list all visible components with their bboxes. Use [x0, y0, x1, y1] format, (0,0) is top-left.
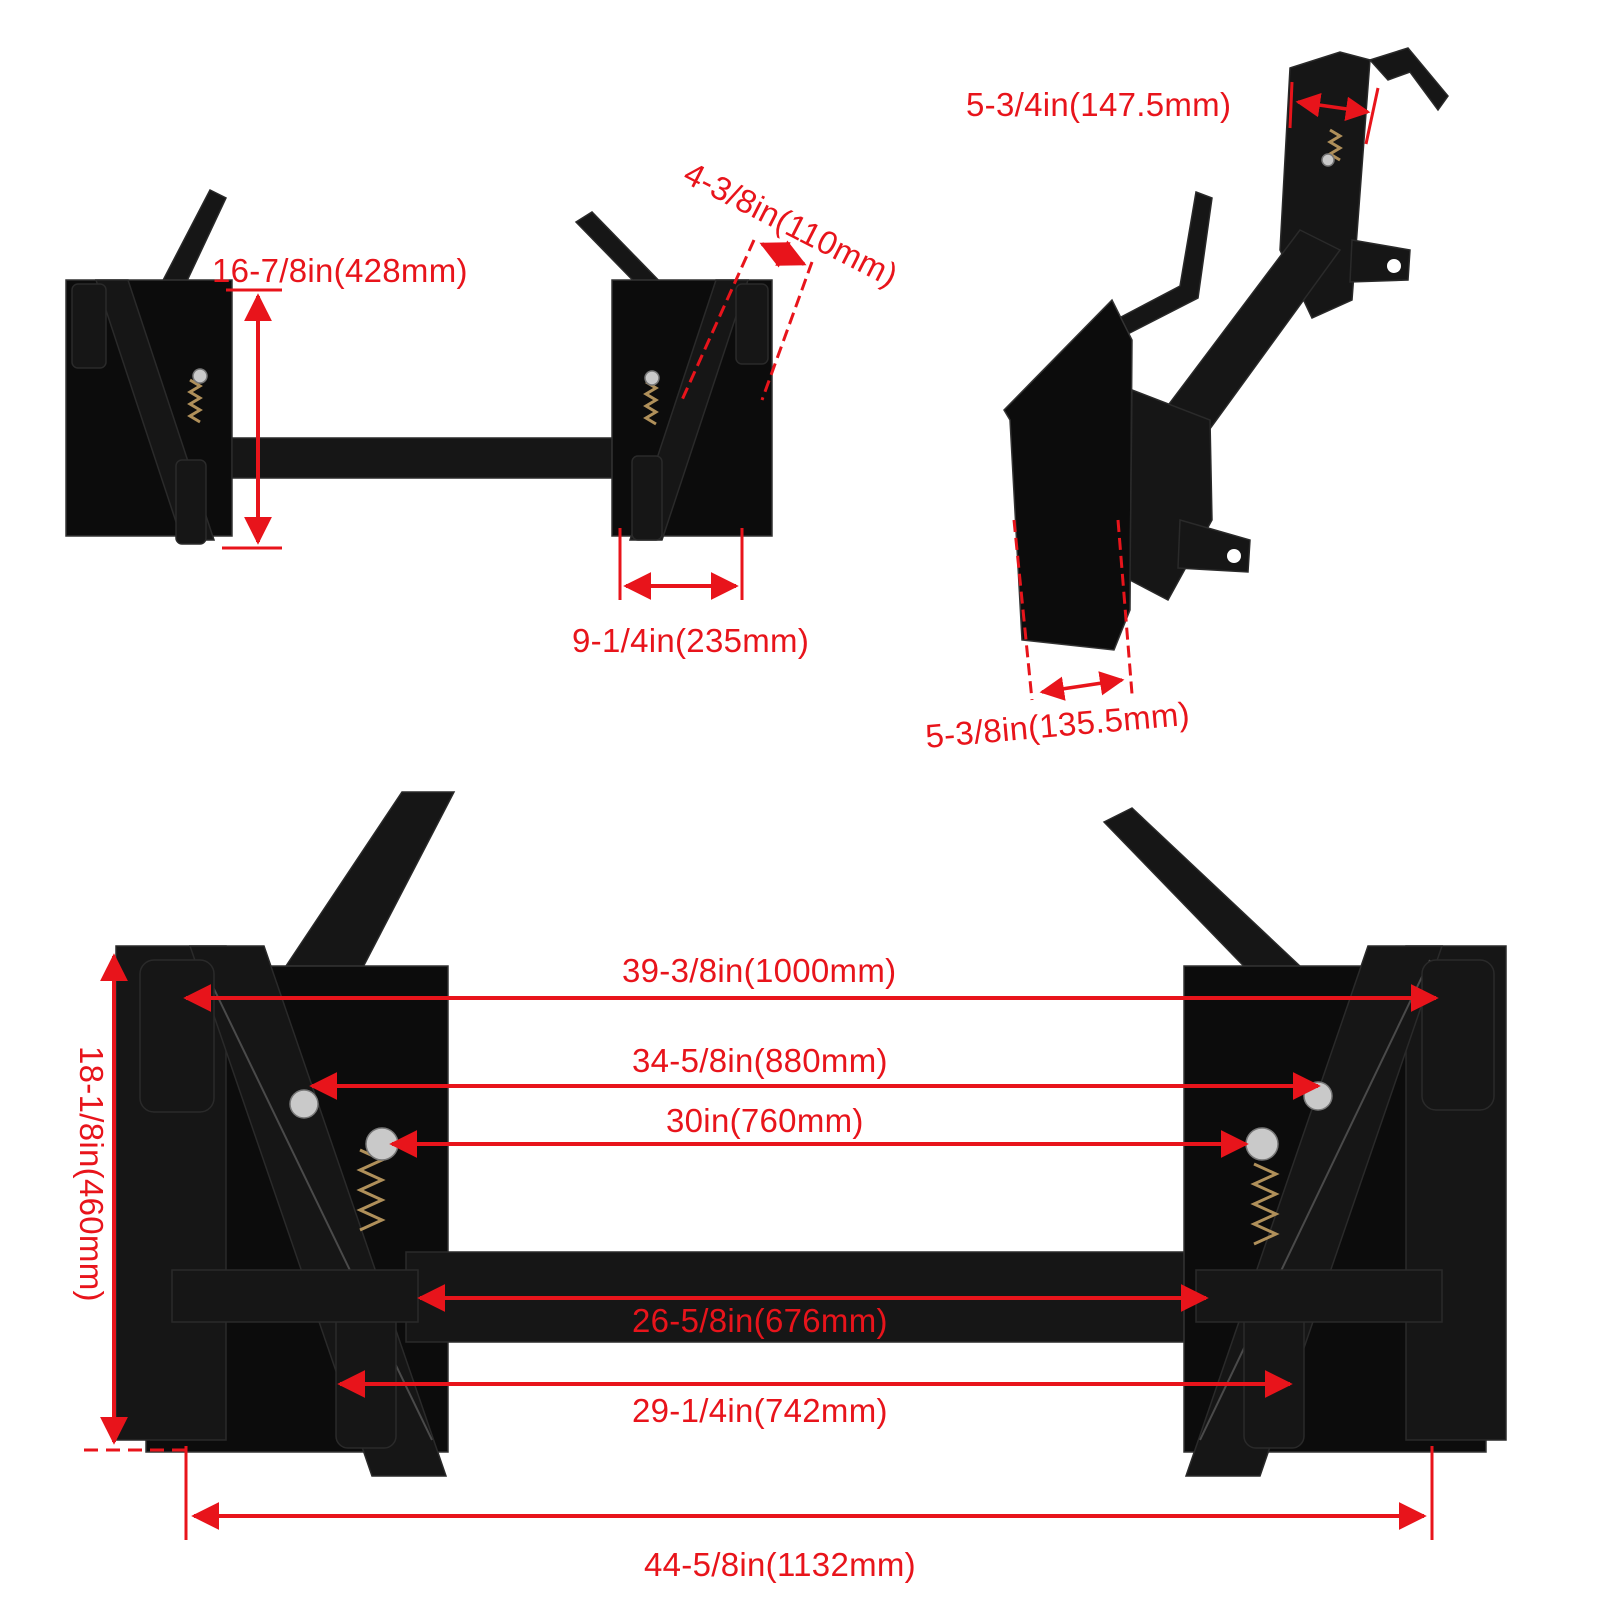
overall-width-label: 44-5/8in(1132mm)	[644, 1546, 916, 1583]
large-right-brace-highlight	[1199, 959, 1431, 1441]
spring-span-label: 34-5/8in(880mm)	[632, 1042, 888, 1079]
offset-dimension-arrow	[759, 240, 807, 268]
lug-span-label: 39-3/8in(1000mm)	[622, 952, 897, 989]
left-bottom-lug	[175, 459, 207, 545]
side-view	[1003, 47, 1449, 701]
right-bottom-lug	[631, 455, 663, 541]
large-height-label: 18-1/8in(460mm)	[73, 1046, 110, 1302]
large-left-top-lug	[139, 959, 215, 1113]
side-upper-tab-hole	[1387, 259, 1401, 273]
side-bottom-dimension-arrow	[1039, 671, 1125, 701]
left-pin-bolt	[192, 368, 208, 384]
offset-guide-right	[760, 261, 814, 401]
lower-span-label: 29-1/4in(742mm)	[632, 1392, 888, 1429]
offset-guide-left	[680, 239, 756, 401]
pin-span-label: 30in(760mm)	[666, 1102, 864, 1139]
side-lower-tab-hole	[1227, 549, 1241, 563]
side-mount-plate	[1003, 298, 1133, 651]
small-height-label: 16-7/8in(428mm)	[212, 252, 468, 289]
large-left-spring-bolt	[289, 1089, 319, 1119]
side-bottom-guide-right	[1116, 519, 1134, 695]
side-top-extension-right	[1364, 87, 1380, 145]
right-spring	[643, 380, 659, 426]
side-hook	[1368, 47, 1449, 112]
large-right-pin-bolt	[1245, 1127, 1279, 1161]
left-spring	[187, 378, 203, 424]
large-left-crossbar	[171, 1269, 419, 1323]
side-bottom-guide-left	[1012, 519, 1034, 701]
right-pin-bolt	[644, 370, 660, 386]
side-pin-bolt	[1321, 153, 1335, 167]
small-front-view	[65, 188, 814, 600]
side-top-label: 5-3/4in(147.5mm)	[966, 86, 1232, 123]
large-right-top-lug	[1421, 959, 1495, 1111]
large-right-crossbar	[1195, 1269, 1443, 1323]
side-upper-tab	[1349, 239, 1411, 283]
left-top-lug	[71, 283, 107, 369]
large-left-spring	[356, 1148, 386, 1232]
side-top-dimension-arrow	[1295, 92, 1371, 122]
side-lower-tab	[1177, 519, 1251, 573]
small-plate-width-label: 9-1/4in(235mm)	[572, 622, 810, 659]
right-top-lug	[735, 283, 769, 365]
side-top-extension-left	[1288, 81, 1294, 129]
large-right-spring	[1250, 1162, 1280, 1246]
large-front-view	[84, 791, 1507, 1540]
cross-tube	[231, 437, 633, 479]
tube-length-label: 26-5/8in(676mm)	[632, 1302, 888, 1339]
